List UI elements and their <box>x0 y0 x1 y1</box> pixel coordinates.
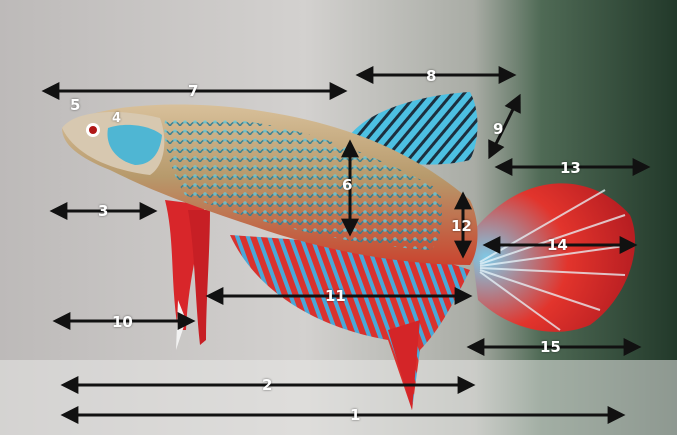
label-6: 6 <box>342 178 352 193</box>
label-15: 15 <box>540 340 561 355</box>
label-11: 11 <box>325 289 346 304</box>
floor-glow <box>0 360 677 435</box>
label-1: 1 <box>350 408 360 423</box>
label-2: 2 <box>262 378 272 393</box>
label-4: 4 <box>112 111 121 126</box>
fish-pupil <box>89 126 97 134</box>
label-7: 7 <box>188 84 198 99</box>
label-8: 8 <box>426 69 436 84</box>
label-12: 12 <box>451 219 472 234</box>
label-3: 3 <box>98 204 108 219</box>
label-14: 14 <box>547 238 568 253</box>
label-5: 5 <box>70 98 80 113</box>
label-10: 10 <box>112 315 133 330</box>
label-9: 9 <box>493 122 503 137</box>
label-13: 13 <box>560 161 581 176</box>
